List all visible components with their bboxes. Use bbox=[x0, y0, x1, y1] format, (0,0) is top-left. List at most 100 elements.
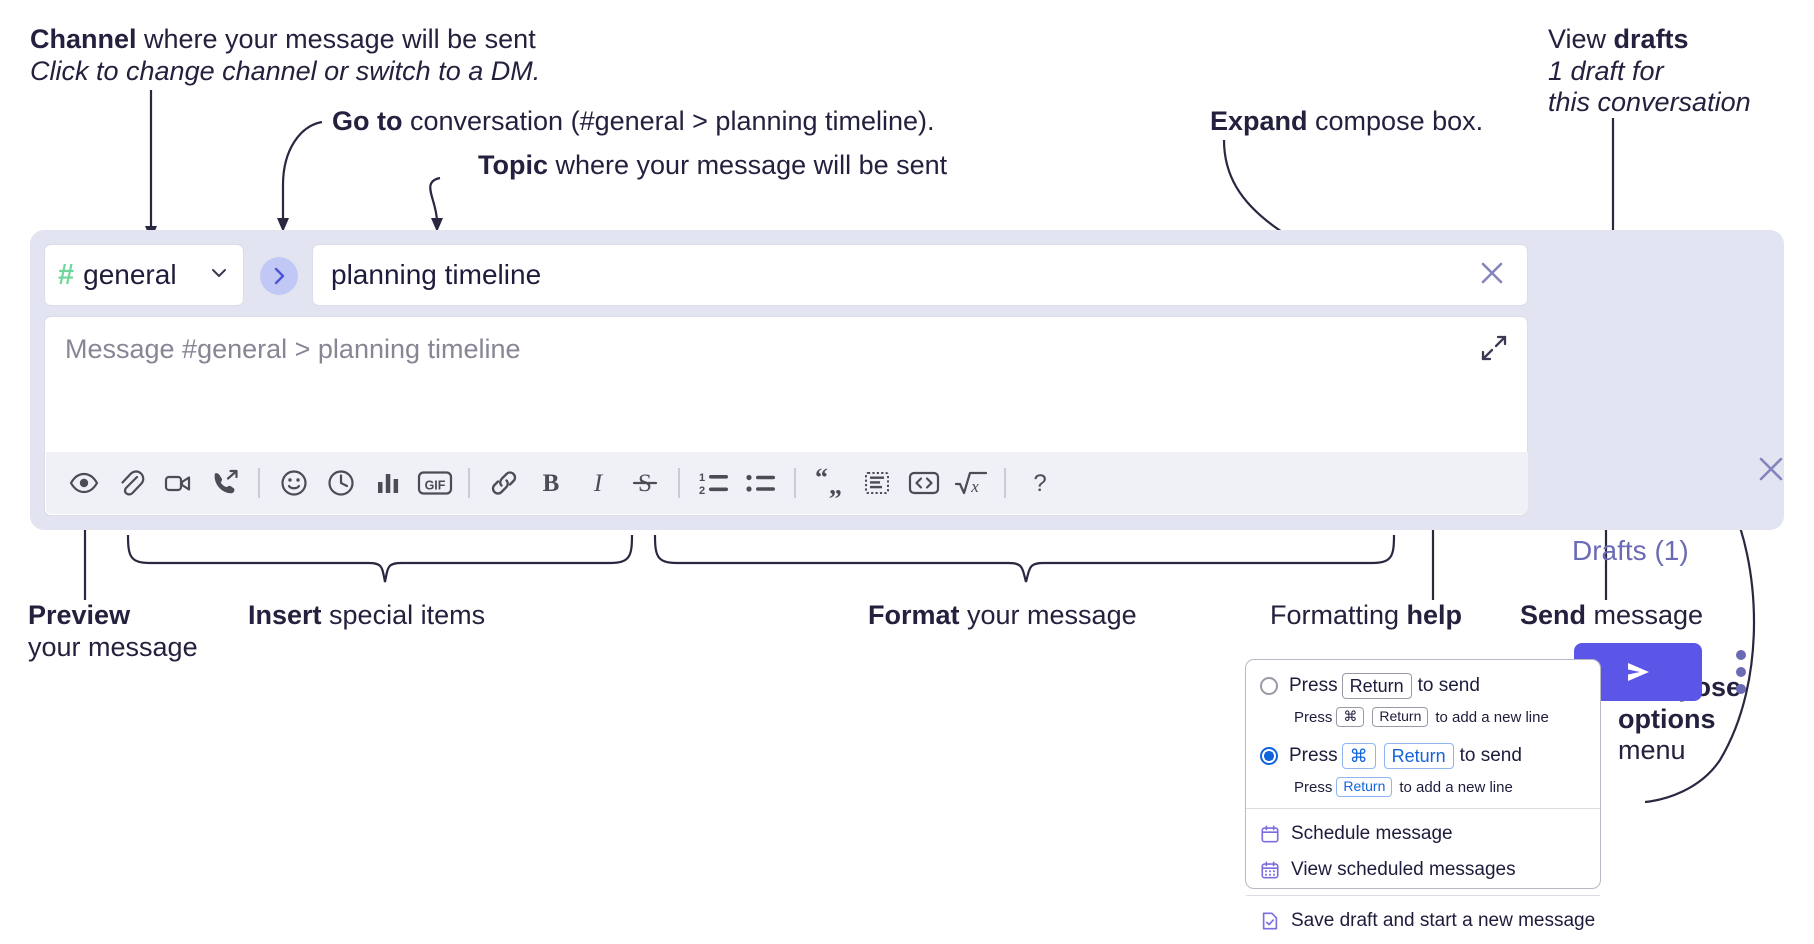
emoji-button[interactable] bbox=[270, 460, 317, 507]
record-video-clip-button[interactable] bbox=[154, 460, 201, 507]
preview-button[interactable] bbox=[60, 460, 107, 507]
compose-options-button[interactable] bbox=[1727, 645, 1755, 699]
annotation-expand-rest: compose box. bbox=[1307, 106, 1484, 136]
attach-file-button[interactable] bbox=[107, 460, 154, 507]
drafts-link[interactable]: Drafts (1) bbox=[1572, 535, 1689, 566]
channel-name: general bbox=[83, 259, 177, 290]
kbd-command-1: ⌘ bbox=[1336, 707, 1365, 727]
smiley-icon bbox=[280, 470, 307, 496]
sub-press-1: Press bbox=[1294, 708, 1333, 726]
quote-icon: “ „ bbox=[815, 468, 842, 498]
annotation-insert-rest: special items bbox=[321, 600, 486, 630]
annotation-drafts-italic-1: 1 draft for bbox=[1548, 55, 1664, 86]
close-icon bbox=[1481, 262, 1503, 283]
more-vertical-icon-dot-3 bbox=[1736, 684, 1746, 694]
gif-icon: GIF bbox=[417, 471, 452, 495]
menu-divider-2 bbox=[1246, 895, 1600, 896]
formatting-help-button[interactable]: ? bbox=[1016, 460, 1063, 507]
link-button[interactable] bbox=[480, 460, 527, 507]
code-angle-icon bbox=[908, 471, 939, 495]
send-option-cmd-press: Press bbox=[1289, 745, 1338, 766]
expand-diagonal-icon bbox=[1481, 335, 1507, 361]
more-vertical-icon-dot-2 bbox=[1736, 667, 1746, 677]
math-button[interactable]: x bbox=[947, 460, 994, 507]
annotation-channel-italic: Click to change channel or switch to a D… bbox=[30, 55, 541, 86]
annotation-goto-bold: Go to bbox=[332, 106, 403, 136]
annotation-insert: Insert special items bbox=[248, 600, 485, 632]
code-block-button[interactable] bbox=[853, 460, 900, 507]
annotation-compose-options-l2: options bbox=[1618, 703, 1716, 734]
video-camera-icon bbox=[164, 475, 190, 492]
bulleted-list-icon bbox=[745, 474, 775, 492]
send-paper-plane-icon bbox=[1628, 663, 1649, 681]
send-option-return[interactable]: Press Return to send bbox=[1246, 669, 1600, 703]
svg-text:„: „ bbox=[829, 471, 842, 498]
go-to-conversation-button[interactable] bbox=[260, 257, 298, 295]
blockquote-button[interactable]: “ „ bbox=[806, 460, 853, 507]
record-audio-clip-button[interactable] bbox=[201, 460, 248, 507]
svg-text:B: B bbox=[542, 470, 559, 497]
svg-text:GIF: GIF bbox=[424, 479, 445, 493]
chevron-right-icon bbox=[274, 267, 285, 285]
send-option-cmd-tail: to send bbox=[1459, 745, 1522, 766]
svg-text:x: x bbox=[970, 477, 979, 496]
bar-chart-icon bbox=[377, 474, 398, 493]
annotation-goto-rest: conversation (#general > planning timeli… bbox=[402, 106, 935, 136]
kbd-return-1: Return bbox=[1372, 707, 1429, 727]
eye-icon bbox=[69, 472, 98, 494]
chevron-down-icon bbox=[208, 262, 230, 289]
expand-compose-button[interactable] bbox=[1477, 331, 1511, 365]
annotation-compose-options-l3: menu bbox=[1618, 735, 1686, 766]
calendar-icon bbox=[1261, 825, 1279, 843]
svg-text:?: ? bbox=[1033, 470, 1046, 497]
formatting-toolbar: GIF B bbox=[46, 452, 1528, 514]
menu-item-label: View scheduled messages bbox=[1291, 859, 1516, 880]
italic-button[interactable]: I bbox=[574, 460, 621, 507]
send-option-return-press: Press bbox=[1289, 675, 1338, 696]
svg-text:“: “ bbox=[815, 468, 828, 492]
poll-button[interactable] bbox=[364, 460, 411, 507]
annotation-format: Format your message bbox=[868, 600, 1137, 632]
strikethrough-button[interactable]: S bbox=[621, 460, 668, 507]
code-button[interactable] bbox=[900, 460, 947, 507]
sub-press-2: Press bbox=[1294, 778, 1333, 796]
close-icon bbox=[1759, 457, 1783, 481]
more-vertical-icon-dot-1 bbox=[1736, 650, 1746, 660]
toolbar-separator-5 bbox=[1004, 468, 1006, 498]
menu-item-label: Schedule message bbox=[1291, 823, 1453, 844]
message-placeholder: Message #general > planning timeline bbox=[65, 334, 521, 364]
phone-arrow-icon bbox=[214, 469, 238, 494]
close-compose-button[interactable] bbox=[1754, 452, 1788, 486]
annotation-topic: Topic where your message will be sent bbox=[478, 150, 947, 182]
menu-item-save-draft[interactable]: Save draft and start a new message bbox=[1246, 903, 1600, 939]
bold-icon: B bbox=[542, 470, 559, 497]
send-option-return-tail: to send bbox=[1417, 675, 1480, 696]
menu-item-label: Save draft and start a new message bbox=[1291, 910, 1596, 931]
channel-selector[interactable]: # general bbox=[44, 244, 244, 306]
annotation-drafts-bold: drafts bbox=[1613, 24, 1689, 54]
gif-button[interactable]: GIF bbox=[411, 460, 458, 507]
link-icon bbox=[491, 471, 516, 495]
hash-icon: # bbox=[58, 258, 75, 291]
ordered-list-button[interactable]: 1 2 bbox=[690, 460, 737, 507]
menu-item-schedule-message[interactable]: Schedule message bbox=[1246, 816, 1600, 852]
annotation-channel-bold: Channel bbox=[30, 24, 137, 54]
menu-item-view-scheduled-messages[interactable]: View scheduled messages bbox=[1246, 852, 1600, 888]
topic-field[interactable]: planning timeline bbox=[312, 244, 1528, 306]
annotation-topic-rest: where your message will be sent bbox=[548, 150, 948, 180]
reminder-button[interactable] bbox=[317, 460, 364, 507]
annotation-drafts: View drafts 1 draft for this conversatio… bbox=[1548, 24, 1751, 119]
message-input-area[interactable]: Message #general > planning timeline bbox=[44, 316, 1528, 516]
clear-topic-button[interactable] bbox=[1475, 256, 1509, 295]
send-option-command-return[interactable]: Press ⌘ Return to send bbox=[1246, 739, 1600, 773]
annotation-help-bold: help bbox=[1406, 600, 1463, 630]
bulleted-list-button[interactable] bbox=[737, 460, 784, 507]
annotation-format-bold: Format bbox=[868, 600, 960, 630]
toolbar-separator-4 bbox=[794, 468, 796, 498]
sub-tail-1: to add a new line bbox=[1435, 708, 1549, 726]
kbd-return: Return bbox=[1341, 672, 1412, 700]
bold-button[interactable]: B bbox=[527, 460, 574, 507]
toolbar-separator-2 bbox=[468, 468, 470, 498]
annotation-preview-line2: your message bbox=[28, 631, 198, 662]
annotation-format-rest: your message bbox=[959, 600, 1137, 630]
